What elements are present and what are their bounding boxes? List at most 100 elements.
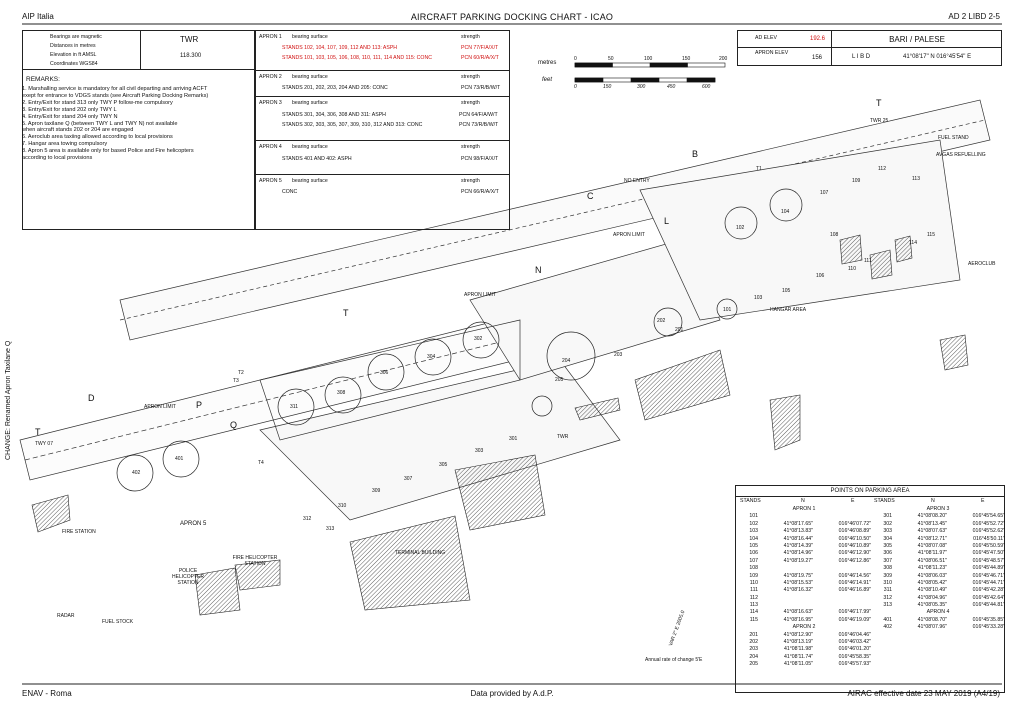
twy-letter-n: N: [535, 265, 542, 275]
apron-pcn: PCN 98/F/A/X/T: [461, 156, 499, 162]
stand-label: 401: [175, 456, 184, 462]
remark-item: exept for entrance to VDGS stands (see A…: [22, 92, 209, 99]
ad-elev-value: 192.6: [810, 36, 826, 42]
points-east: 016°45'58.35": [838, 653, 871, 660]
points-stand: 109: [749, 572, 758, 579]
points-north: 41°08'11.05": [783, 661, 813, 668]
remarks-list: 1. Marshalling service is mandatory for …: [22, 86, 208, 162]
twr-label: TWR: [180, 35, 199, 44]
points-stand: 108: [749, 565, 758, 572]
points-east: 016°45'48.57": [972, 557, 1005, 564]
points-north: 41°08'07.63": [917, 528, 947, 535]
stand-label: 105: [782, 288, 791, 294]
area-label: HANGAR AREA: [770, 307, 807, 313]
points-stand: 312: [883, 594, 892, 601]
points-table: POINTS ON PARKING AREA STANDS N E STANDS…: [735, 485, 1005, 693]
points-east: 016°45'52.62": [972, 528, 1005, 535]
points-north: 41°08'14.96": [783, 550, 813, 557]
points-stand: 203: [749, 646, 758, 653]
footer-left: ENAV - Roma: [22, 689, 72, 698]
header-right: AD 2 LIBD 2-5: [948, 12, 1000, 21]
points-north: 41°08'11.23": [917, 565, 947, 572]
points-east: 016°46'16.89": [838, 587, 871, 594]
points-north: 41°08'12.90": [783, 631, 813, 638]
points-north: 41°08'10.49": [917, 587, 947, 594]
aerodrome-coords: 41°08'17" N 016°45'54" E: [903, 54, 972, 60]
remark-item: 4. Entry/Exit for stand 204 only TWY N: [22, 113, 118, 120]
remark-item: 8. Apron 5 area is available only for ba…: [22, 148, 194, 155]
stand-label: 115: [927, 232, 935, 238]
stand-label: 114: [909, 240, 917, 246]
apron-stands: STANDS 101, 103, 105, 106, 108, 110, 111…: [282, 55, 432, 61]
apron-pcn: PCN 73/R/B/W/T: [459, 122, 499, 128]
points-north: 41°08'04.96": [917, 594, 947, 601]
area-label: FUEL STOCK: [102, 619, 134, 625]
area-label: APRON LIMIT: [613, 232, 645, 238]
stand-label: 308: [337, 390, 346, 396]
points-east: 016°46'01.20": [838, 646, 871, 653]
scale-f-0: 0: [574, 84, 577, 90]
points-subheading: APRON 4: [926, 609, 950, 616]
change-note: CHANGE: Renamed Apron Taxilane Q: [5, 340, 12, 460]
points-head-stands: STANDS: [740, 498, 761, 504]
apron-name: APRON 1: [259, 34, 282, 40]
points-north: 41°08'16.95": [783, 616, 813, 623]
twy-label: TWY 07: [35, 441, 53, 447]
chart-title: AIRCRAFT PARKING DOCKING CHART - ICAO: [410, 12, 614, 22]
points-north: 41°08'16.32": [783, 587, 813, 594]
area-label: TERMINAL BUILDING: [395, 550, 446, 556]
twy-letter-q: Q: [230, 420, 238, 430]
apron-stands: STANDS 201, 202, 203, 204 AND 205: CONC: [282, 85, 388, 91]
apron-strength: strength: [461, 100, 480, 106]
points-stand: 112: [749, 594, 758, 601]
stand-label: 110: [848, 266, 856, 272]
info-line-1: Bearings are magnetic: [50, 34, 102, 40]
points-row: 113: [736, 602, 872, 609]
area-label: FIRE HELICOPTER STATION: [232, 555, 278, 567]
variation-rate: Annual rate of change 5'E: [645, 657, 703, 663]
apron-row-1: APRON 1 bearing surface strength STANDS …: [256, 31, 509, 71]
apron-strength: strength: [461, 178, 480, 184]
remark-item: 5. Apron taxilane Q (between TWY L and T…: [22, 120, 178, 127]
points-east: 016°46'12.86": [838, 557, 871, 564]
points-row: 112: [736, 595, 872, 602]
apron-elev-value: 156: [812, 55, 823, 61]
scale-m-4: 200: [719, 56, 728, 62]
apron-strength: strength: [461, 34, 480, 40]
points-north: 41°08'16.63": [783, 609, 813, 616]
apron-surface: bearing surface: [292, 34, 328, 40]
info-line-4: Coordinates WGS84: [50, 61, 98, 67]
points-north: 41°08'12.71": [917, 535, 947, 542]
points-stand: 205: [749, 661, 758, 668]
points-east: 016°45'47.50": [972, 550, 1005, 557]
stand-label: 402: [132, 470, 141, 476]
stand-label: 306: [380, 370, 389, 376]
points-east: 016°46'14.91": [838, 579, 871, 586]
points-stand: 113: [749, 602, 758, 609]
apron-row-5: APRON 5 bearing surface strength CONC PC…: [256, 175, 509, 203]
twy-letter-t: T: [35, 427, 41, 437]
apron-row-3: APRON 3 bearing surface strength STANDS …: [256, 97, 509, 141]
info-line-2: Distances in metres: [50, 43, 96, 49]
stand-label: 302: [474, 336, 483, 342]
points-stand: 307: [883, 557, 892, 564]
stand-label: 305: [439, 462, 448, 468]
points-north: 41°08'08.20": [917, 513, 947, 520]
points-head-n: N: [801, 498, 805, 504]
area-label: FUEL STAND: [938, 135, 969, 141]
points-stand: 402: [883, 624, 892, 631]
points-north: 41°08'19.75": [783, 572, 813, 579]
apron-pcn: PCN 77/F/A/X/T: [461, 45, 499, 51]
points-east: 016°46'03.42": [838, 639, 871, 646]
points-north: 41°08'11.97": [917, 550, 947, 557]
